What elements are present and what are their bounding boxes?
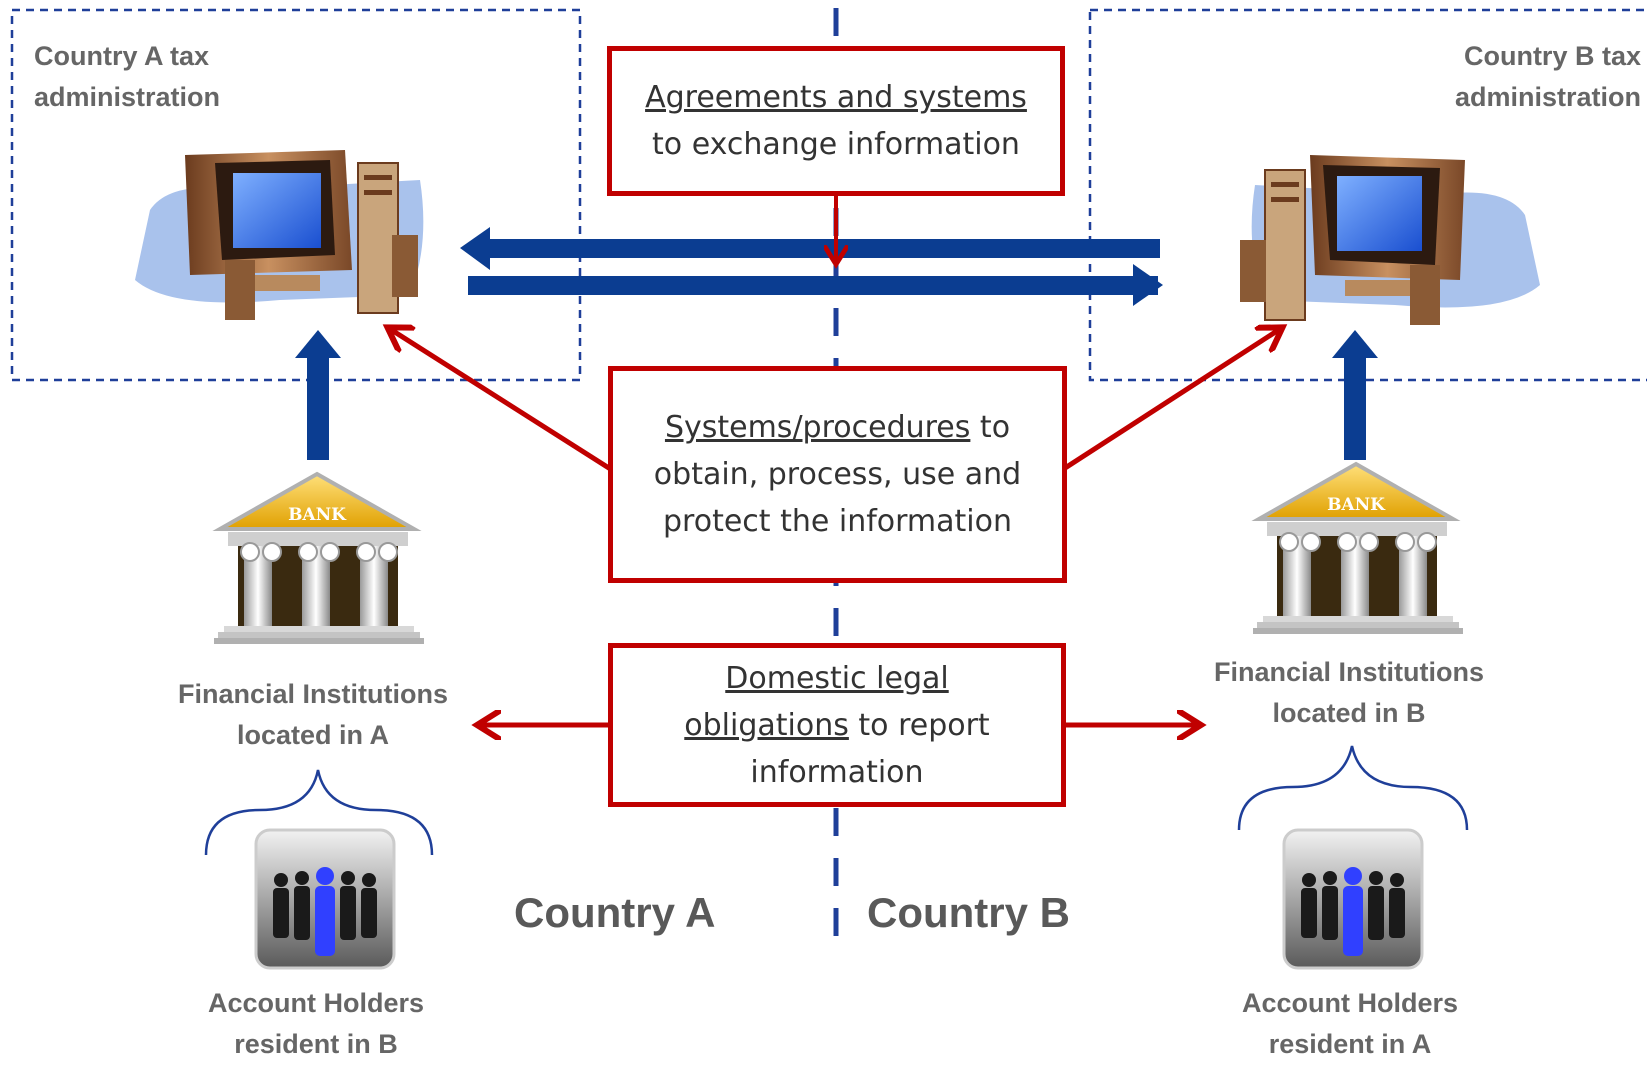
fi-a-line2: located in A: [236, 720, 390, 750]
brace-a: [204, 769, 434, 856]
financial-institutions-a-label: Financial Institutions located in A: [140, 674, 486, 756]
fi-b-line1: Financial Institutions: [1213, 657, 1484, 687]
bank-a-sign: BANK: [288, 505, 347, 525]
country-a-admin-line2: administration: [34, 82, 221, 112]
fi-a-line1: Financial Institutions: [177, 679, 448, 709]
computer-b-icon: [1240, 155, 1540, 325]
systems-arrow-right: [1060, 329, 1280, 473]
fi-b-line2: located in B: [1272, 698, 1426, 728]
holders-a-line2: resident in B: [234, 1029, 398, 1059]
bank-b-icon: BANK: [1251, 461, 1463, 634]
reporting-arrow-b: [1332, 330, 1378, 460]
country-a-admin-label: Country A tax administration: [34, 36, 220, 118]
systems-box-underlined: Systems/procedures: [664, 410, 971, 445]
account-holders-b-icon: [1282, 828, 1424, 970]
systems-box-line2: obtain, process, use and: [653, 457, 1022, 492]
systems-box-line3: protect the information: [663, 504, 1012, 539]
exchange-box-line2: to exchange information: [652, 127, 1020, 162]
holders-b-line2: resident in A: [1268, 1029, 1432, 1059]
holders-a-line1: Account Holders: [207, 988, 425, 1018]
exchange-agreements-box: Agreements and systems to exchange infor…: [607, 46, 1065, 196]
country-b-admin-line1: Country B tax: [1463, 41, 1641, 71]
bank-a-icon: BANK: [212, 471, 424, 644]
country-b-label: Country B: [867, 889, 1070, 936]
account-holders-b-label: Account Holders resident in A: [1200, 983, 1500, 1065]
exchange-arrow-left: [460, 227, 1160, 270]
country-a-admin-line1: Country A tax: [34, 41, 210, 71]
exchange-arrow-right: [468, 264, 1163, 306]
financial-institutions-b-label: Financial Institutions located in B: [1176, 652, 1522, 734]
domestic-box-rest2: to report: [848, 707, 990, 743]
systems-arrow-left: [390, 329, 614, 473]
domestic-box-line3: information: [750, 754, 924, 790]
bank-b-sign: BANK: [1327, 495, 1386, 515]
holders-b-line1: Account Holders: [1241, 988, 1459, 1018]
country-b-admin-line2: administration: [1454, 82, 1641, 112]
country-b-admin-label: Country B tax administration: [1455, 36, 1641, 118]
systems-procedures-box: Systems/procedures to obtain, process, u…: [608, 366, 1067, 583]
reporting-arrow-a: [295, 330, 341, 460]
country-a-label: Country A: [514, 889, 716, 936]
country-b-admin-frame: [1088, 8, 1647, 382]
exchange-box-line1: Agreements and systems: [645, 80, 1027, 115]
brace-b: [1237, 745, 1469, 831]
account-holders-a-label: Account Holders resident in B: [166, 983, 466, 1065]
systems-box-rest1: to: [970, 410, 1011, 445]
account-holders-a-icon: [254, 828, 396, 970]
domestic-box-underlined2: obligations: [684, 707, 849, 743]
country-a-admin-frame: [10, 8, 582, 382]
computer-a-icon: [135, 150, 424, 320]
domestic-obligations-box: Domestic legal obligations to report inf…: [608, 643, 1066, 807]
domestic-box-line1: Domestic legal: [725, 660, 949, 696]
